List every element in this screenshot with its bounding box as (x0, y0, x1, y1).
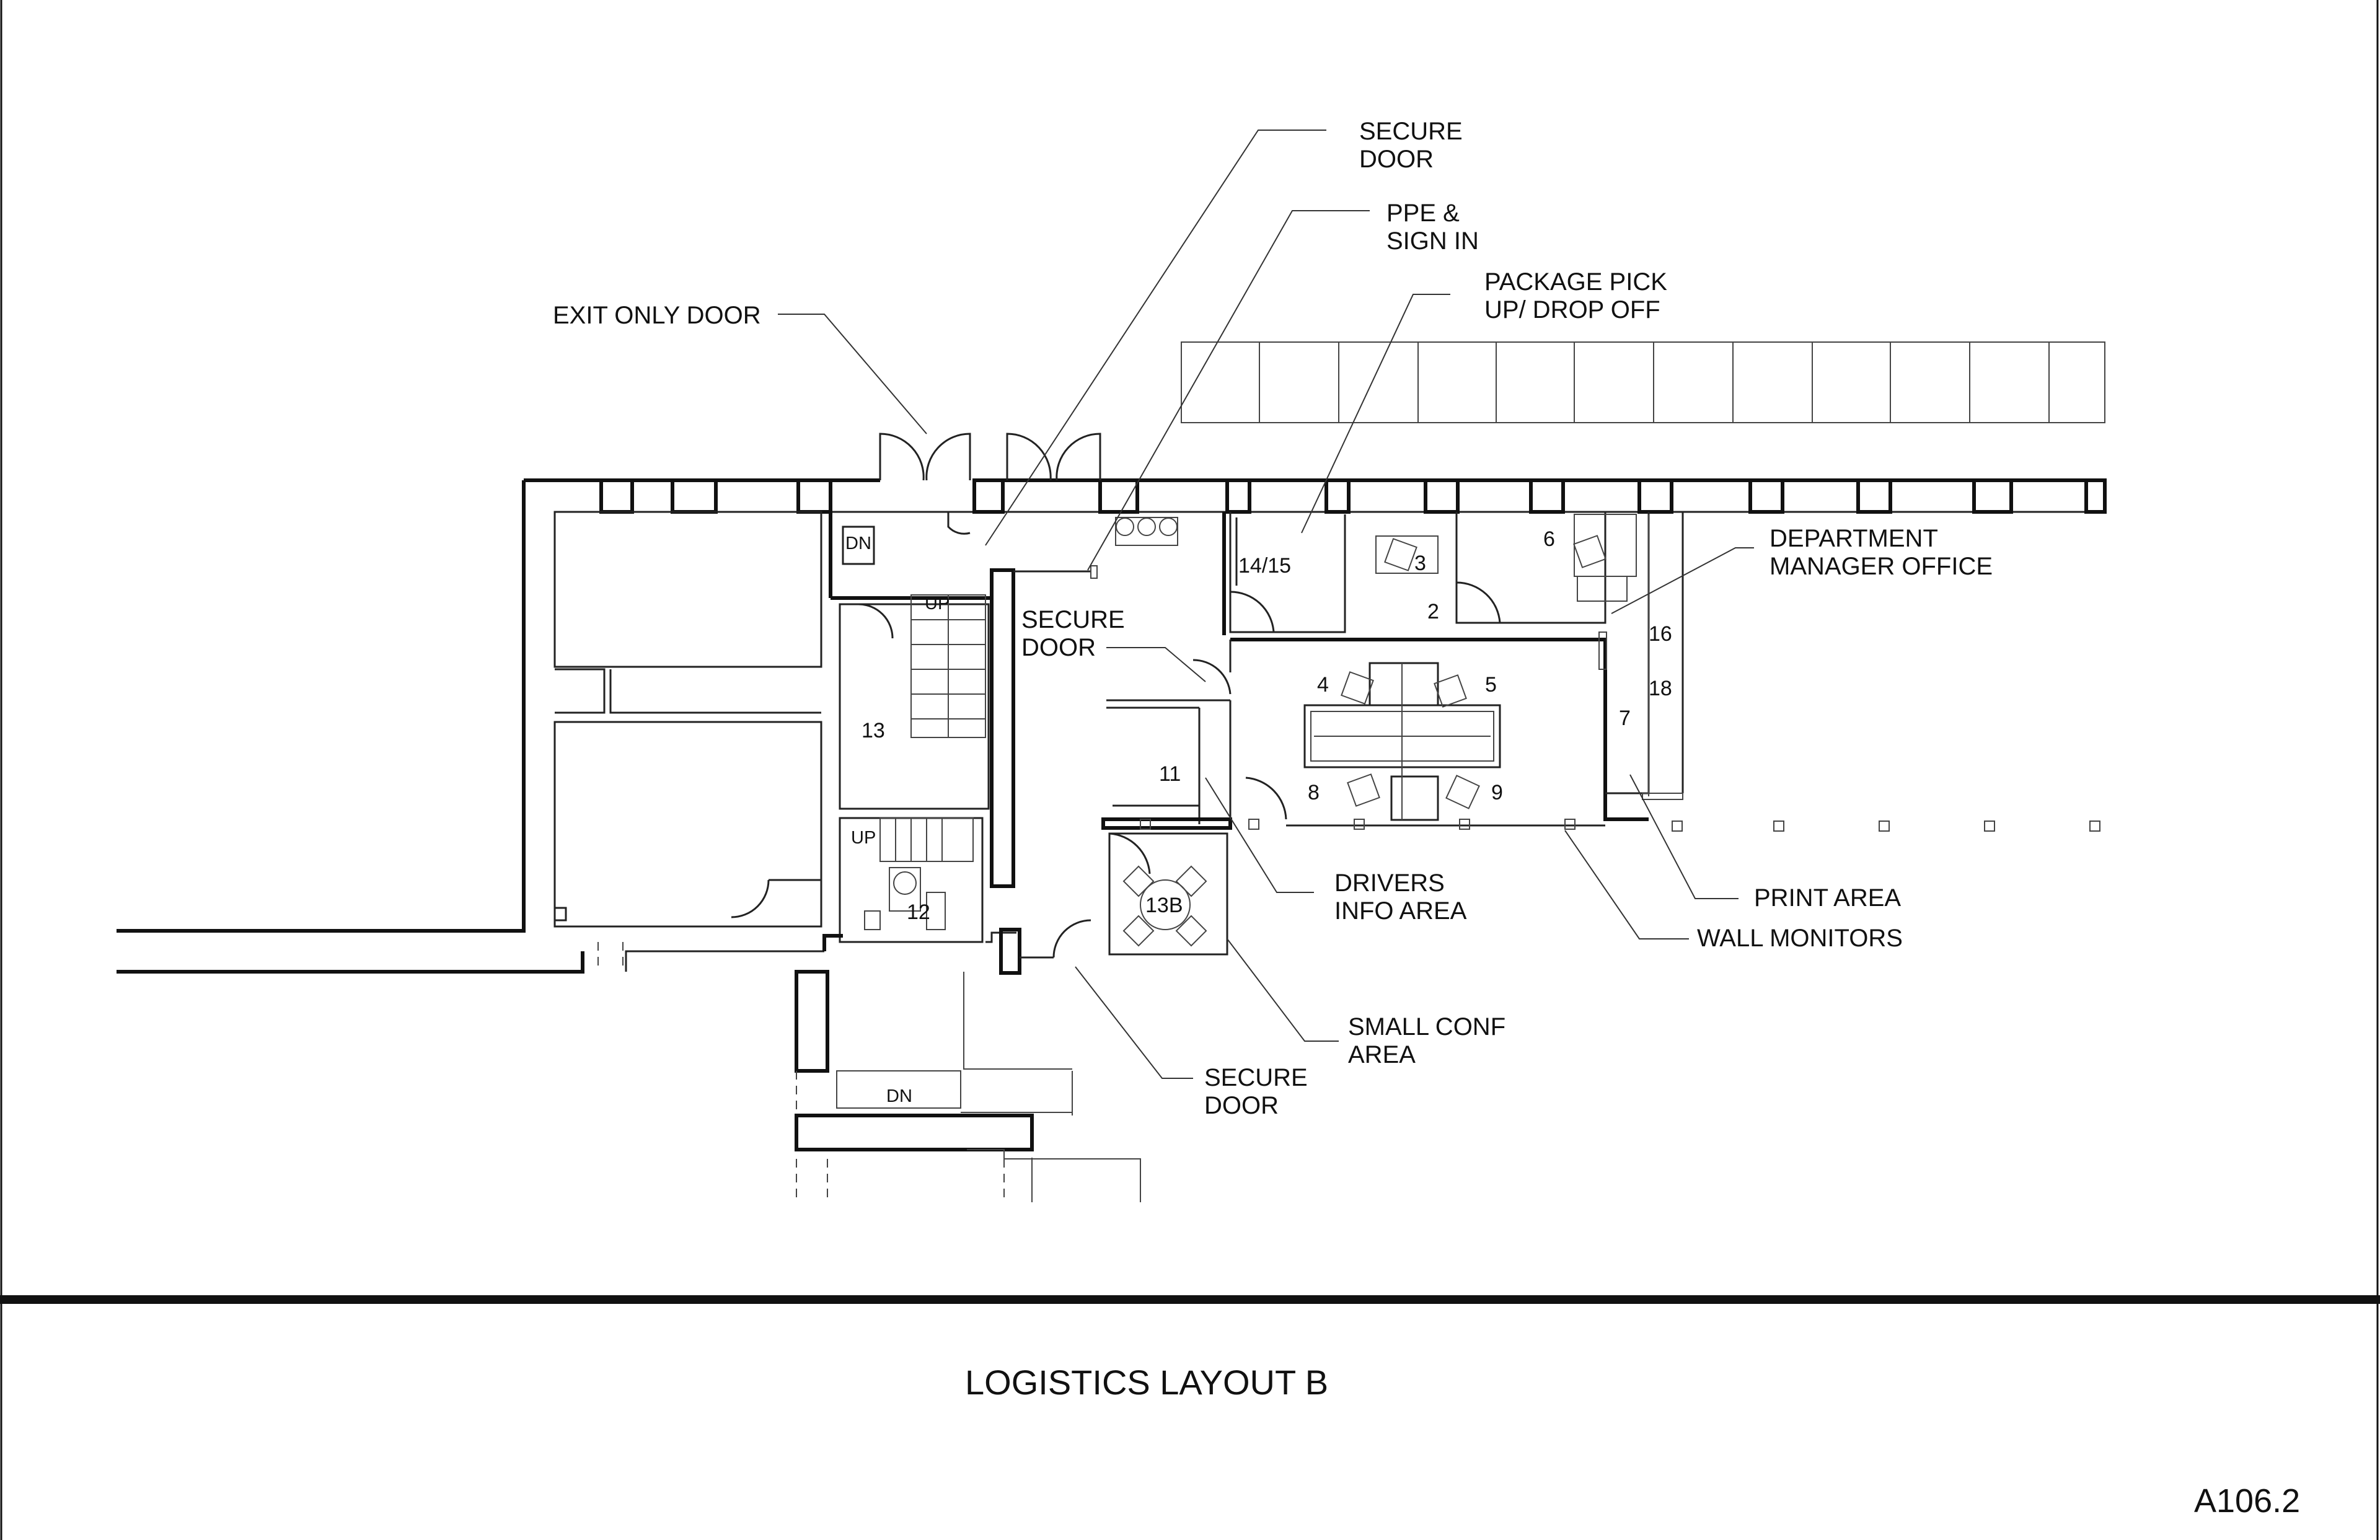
small-conf-area-line1: SMALL CONF (1348, 1013, 1505, 1041)
secure-door-bottom-swing (1020, 919, 1091, 959)
room-number-2: 2 (1427, 600, 1439, 623)
room-number-9: 9 (1491, 781, 1503, 804)
office-walls (947, 512, 1684, 830)
room-number-4: 4 (1317, 673, 1329, 697)
secure-door-top-line1: SECURE (1359, 118, 1463, 145)
room-number-3: 3 (1414, 552, 1426, 575)
room-number-7: 7 (1619, 706, 1631, 730)
department-manager-office-line1: DEPARTMENT (1770, 525, 1938, 552)
room-number-11: 11 (1159, 762, 1181, 786)
small-conf-area-line2: AREA (1348, 1041, 1416, 1068)
stair-dn-top: DN (845, 534, 871, 553)
secure-door-mid-line1: SECURE (1021, 606, 1125, 633)
room-number-16: 16 (1649, 622, 1672, 646)
south-columns (1672, 821, 2100, 832)
exit-only-doors (879, 433, 1101, 481)
secure-door-top-line2: DOOR (1359, 146, 1434, 173)
sheet-number: A106.2 (2194, 1482, 2300, 1520)
room-number-14-15: 14/15 (1238, 554, 1291, 578)
room-number-13: 13 (862, 719, 885, 742)
secure-door-bottom-line2: DOOR (1204, 1092, 1279, 1119)
stair-up-small: UP (851, 828, 876, 848)
room-number-13b: 13B (1145, 894, 1183, 917)
room-number-8: 8 (1308, 781, 1320, 804)
print-area-label: PRINT AREA (1754, 884, 1901, 912)
room-number-6: 6 (1543, 527, 1555, 551)
package-pick-up-line2: UP/ DROP OFF (1484, 296, 1660, 323)
stair-dn-bottom: DN (886, 1086, 912, 1106)
room-number-5: 5 (1485, 673, 1497, 697)
department-manager-office-line2: MANAGER OFFICE (1770, 553, 1993, 580)
room-number-12: 12 (907, 900, 930, 924)
exit-only-door-label: EXIT ONLY DOOR (553, 302, 761, 329)
room-number-18: 18 (1649, 677, 1672, 700)
north-wall (524, 478, 2107, 514)
canopy-structure (1181, 341, 2105, 423)
title-block-divider (0, 1295, 2380, 1304)
secure-door-mid-line2: DOOR (1021, 634, 1096, 661)
small-conf-room (1108, 832, 1228, 956)
drivers-info-area-line1: DRIVERS (1334, 869, 1445, 897)
stair-up-main: UP (925, 594, 950, 614)
core-area (731, 480, 1021, 975)
south-stair-shaft (795, 970, 1141, 1202)
drivers-info-area-line2: INFO AREA (1334, 897, 1467, 925)
drawing-title: LOGISTICS LAYOUT B (965, 1363, 1328, 1402)
secure-door-bottom-line1: SECURE (1204, 1064, 1308, 1091)
wall-monitors-label: WALL MONITORS (1697, 925, 1903, 952)
ppe-sign-in-line2: SIGN IN (1386, 227, 1479, 255)
workstations (1303, 535, 1606, 821)
leader-lines (778, 130, 1754, 1079)
west-block (117, 480, 824, 974)
package-pick-up-line1: PACKAGE PICK (1484, 268, 1667, 296)
ppe-sign-in-line1: PPE & (1386, 200, 1460, 227)
